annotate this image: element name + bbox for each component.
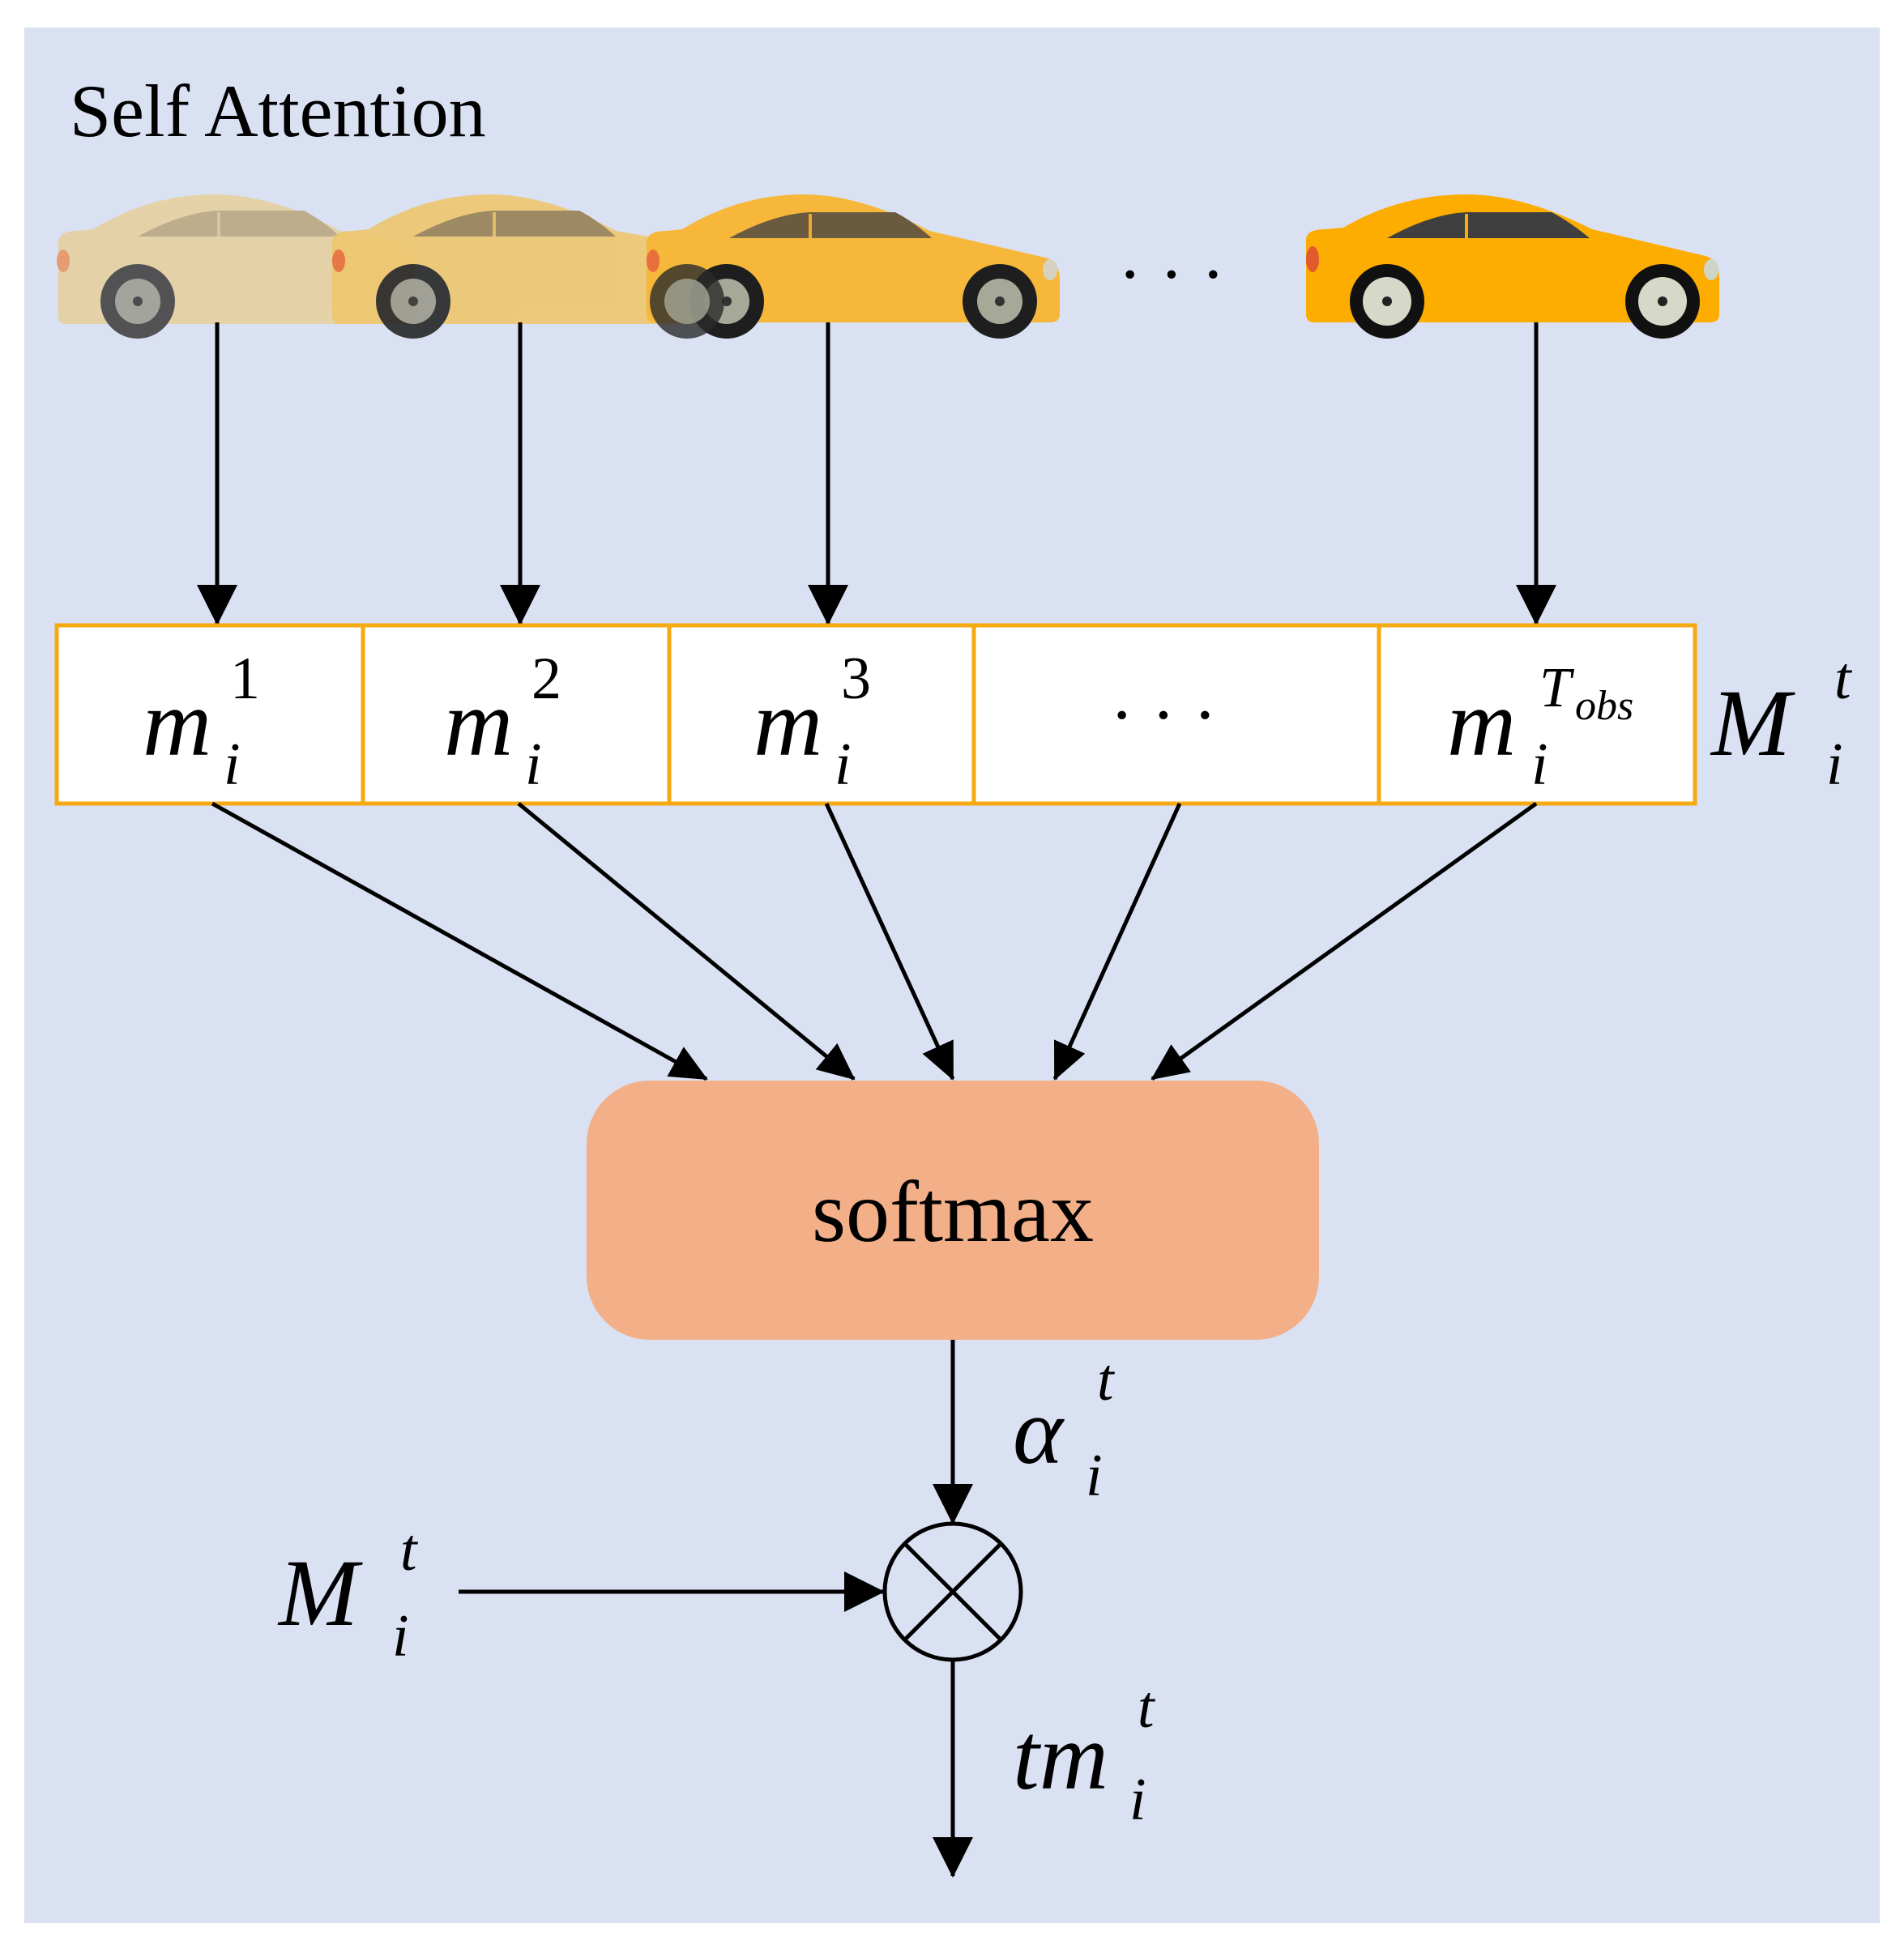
cell-ellipsis-text: · · ·	[1110, 676, 1217, 755]
cell-1-m: m	[143, 670, 211, 776]
cell-last-sup-T: T	[1539, 657, 1575, 719]
memory-label: M t i	[1710, 646, 1853, 798]
cell-3-sup: 3	[841, 646, 871, 712]
memory-block: m 1 i m 2 i m 3 i · · · m T obs i	[54, 623, 1697, 806]
memory-cell-ellipsis	[971, 623, 1381, 806]
car-4	[1306, 194, 1719, 339]
cell-1-sup: 1	[230, 646, 260, 712]
softmax-box	[587, 1081, 1319, 1340]
cell-2-m: m	[444, 670, 513, 776]
arrow-cell-ellipsis-softmax	[1052, 802, 1182, 1081]
cell-to-softmax-arrows	[211, 801, 1538, 1081]
input-M-label: M t i	[277, 1517, 419, 1669]
arrow-cell2-softmax	[517, 802, 856, 1081]
memory-cell-1	[54, 623, 365, 806]
cell-3-sub: i	[835, 731, 852, 798]
arrow-cell3-softmax	[824, 802, 955, 1081]
memory-label-sub: i	[1826, 731, 1843, 798]
memory-cell-2	[361, 623, 672, 806]
alpha-label: α t i	[1013, 1347, 1116, 1509]
input-M-base: M	[277, 1540, 363, 1646]
cell-last-m: m	[1447, 670, 1516, 776]
output-label-sup: t	[1138, 1674, 1156, 1741]
cell-last-sup-obs: obs	[1575, 683, 1633, 729]
input-M-sub: i	[392, 1603, 409, 1669]
alpha-label-sup: t	[1097, 1347, 1116, 1414]
output-label-base: tm	[1013, 1704, 1108, 1810]
arrow-cell1-softmax	[211, 801, 708, 1081]
car-2	[332, 194, 690, 339]
diagram-title: Self Attention	[70, 70, 486, 152]
alpha-label-sub: i	[1086, 1443, 1103, 1509]
car-3	[647, 194, 1060, 339]
car-1	[57, 194, 415, 339]
background-panel	[24, 28, 1880, 1923]
input-M-sup: t	[400, 1517, 419, 1584]
cell-2-sup: 2	[531, 646, 561, 712]
softmax-label: softmax	[812, 1164, 1094, 1260]
car-to-cell-arrows	[197, 322, 1556, 625]
output-label: tm t i	[1013, 1674, 1156, 1833]
output-label-sub: i	[1129, 1767, 1146, 1833]
memory-cell-3	[667, 623, 976, 806]
memory-label-M: M	[1710, 670, 1795, 776]
sequence-ellipsis: · · ·	[1118, 236, 1225, 314]
arrow-cell-last-softmax	[1151, 801, 1538, 1081]
alpha-label-base: α	[1013, 1378, 1065, 1484]
cell-last-sub: i	[1531, 731, 1548, 798]
memory-label-sup: t	[1834, 646, 1853, 712]
memory-cell-last	[1377, 623, 1697, 806]
cell-1-sub: i	[224, 731, 241, 798]
cell-3-m: m	[753, 670, 822, 776]
cell-2-sub: i	[525, 731, 542, 798]
